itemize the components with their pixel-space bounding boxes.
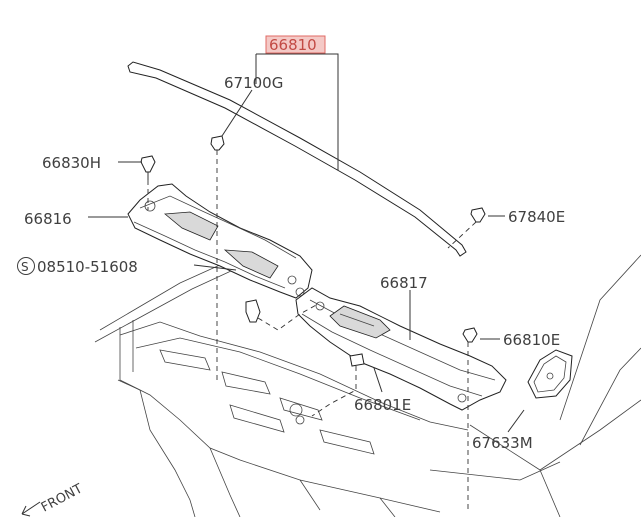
clip-67840e xyxy=(470,207,486,223)
vehicle-body-outline xyxy=(94,245,641,518)
label-67840e: 67840E xyxy=(508,208,565,226)
screw-08510 xyxy=(245,299,261,323)
front-arrow-icon xyxy=(21,501,41,517)
seal-67633m xyxy=(527,349,573,399)
label-67100g: 67100G xyxy=(224,74,283,92)
weatherstrip-67100g xyxy=(127,61,467,257)
label-66801e: 66801E xyxy=(354,396,411,414)
svg-text:FRONT: FRONT xyxy=(39,481,85,515)
screw-prefix-symbol: S xyxy=(21,260,29,274)
label-66810: 66810 xyxy=(265,35,326,54)
label-08510-51608: S 08510-51608 xyxy=(17,257,138,276)
cowl-cover-66817 xyxy=(295,287,507,411)
cowl-cover-66816 xyxy=(127,183,313,299)
label-67633m: 67633M xyxy=(472,434,533,452)
clip-66801e xyxy=(349,353,365,367)
label-66810e: 66810E xyxy=(503,331,560,349)
label-66817: 66817 xyxy=(380,274,428,292)
leader-lines xyxy=(88,53,525,433)
clip-67100g-fastener xyxy=(210,135,225,151)
label-66830h: 66830H xyxy=(42,154,101,172)
clip-66810e xyxy=(462,327,478,343)
svg-text:66810: 66810 xyxy=(269,36,317,54)
assembly-guides xyxy=(147,150,477,510)
svg-text:08510-51608: 08510-51608 xyxy=(37,258,138,276)
front-direction-indicator: FRONT xyxy=(21,481,85,517)
label-66816: 66816 xyxy=(24,210,72,228)
clip-66830h xyxy=(140,155,156,180)
